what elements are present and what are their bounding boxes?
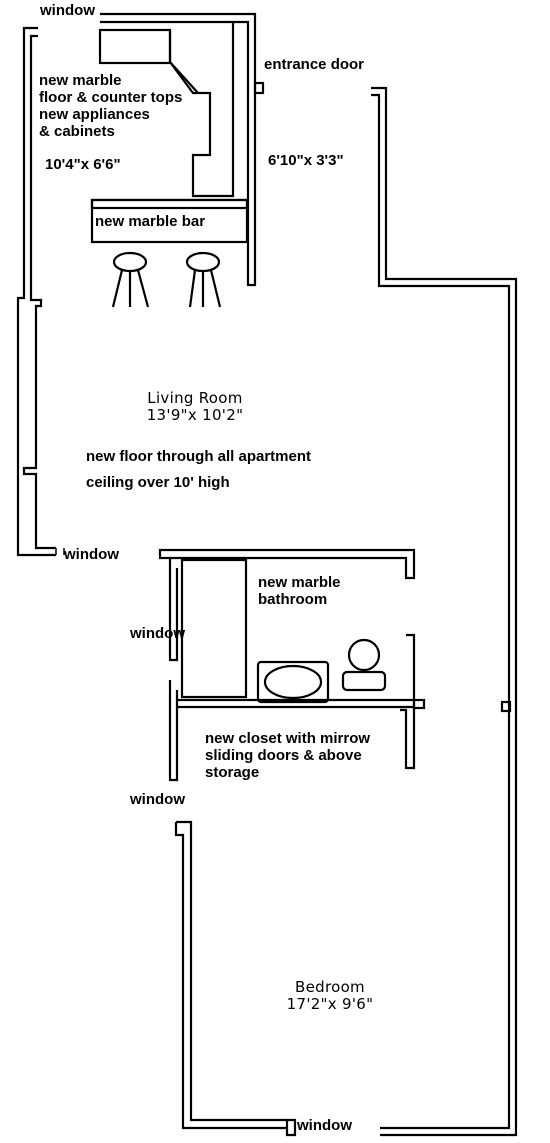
right-wall-outer (371, 86, 518, 1137)
entrance-door-jamb (253, 81, 265, 95)
kitchen-note-line: & cabinets (39, 123, 115, 140)
living-room-label: Living Room (147, 389, 243, 407)
closet-label: new closet with mirrow sliding doors & a… (205, 730, 370, 781)
closet-label-line: storage (205, 764, 260, 781)
bath-left-wall-lower (168, 680, 179, 782)
bottom-door-jamb (285, 1118, 297, 1137)
tub-basin (263, 664, 323, 700)
window-label-living: window (64, 546, 119, 563)
right-wall-inner (371, 93, 511, 1130)
bathroom-label-line: bathroom (258, 591, 328, 608)
stool-legs-left (111, 269, 150, 308)
bedroom-door-jamb (500, 700, 512, 713)
closet-divider (177, 698, 414, 709)
bath-left-wall (168, 558, 179, 662)
counter-top (169, 22, 235, 198)
kitchen-note-line: new marble (39, 72, 122, 89)
kitchen-dims: 10'4"x 6'6" (45, 156, 121, 173)
bath-top-wall (158, 548, 416, 580)
toilet-bowl (347, 638, 381, 672)
window-label-bottom: window (297, 1117, 352, 1134)
floor-note: new floor through all apartment (86, 448, 312, 465)
window-label-bath: window (130, 625, 185, 642)
bathroom-label-line: new marble (258, 574, 341, 591)
kitchen-note: new marble floor & counter tops new appl… (39, 72, 182, 140)
closet-label-line: new closet with mirrow (205, 730, 371, 747)
kitchen-note-line: new appliances (39, 106, 150, 123)
bedroom-label: Bedroom (295, 978, 365, 996)
window-label-top: window (40, 2, 95, 19)
counter-edge (168, 30, 199, 94)
bedroom-left-wall (174, 820, 287, 1130)
bar-top-strip (90, 198, 249, 210)
ceiling-note: ceiling over 10' high (86, 474, 230, 491)
closet-label-line: sliding doors & above (205, 747, 362, 764)
bathtub (256, 660, 330, 704)
entrance-door-label: entrance door (264, 56, 365, 73)
hall-dims: 6'10"x 3'3" (268, 152, 344, 169)
bath-right-wall (400, 633, 416, 770)
bathroom-label: new marble bathroom (258, 574, 341, 608)
left-wall-inner (22, 34, 56, 550)
shower (180, 558, 248, 699)
left-wall-outer (16, 26, 56, 557)
window-label-closet: window (130, 791, 185, 808)
stool-seat-left (112, 251, 148, 273)
kitchen-note-line: floor & counter tops (39, 89, 183, 106)
bedroom-dims: 17'2"x 9'6" (286, 995, 374, 1013)
bar-label: new marble bar (95, 213, 206, 230)
stove (98, 28, 172, 65)
stool-legs-right (188, 269, 222, 308)
living-room-dims: 13'9"x 10'2" (146, 406, 244, 424)
stool-seat-right (185, 251, 221, 273)
closet-door-jamb (412, 698, 426, 710)
toilet-tank (341, 670, 387, 692)
top-wall (100, 12, 257, 287)
